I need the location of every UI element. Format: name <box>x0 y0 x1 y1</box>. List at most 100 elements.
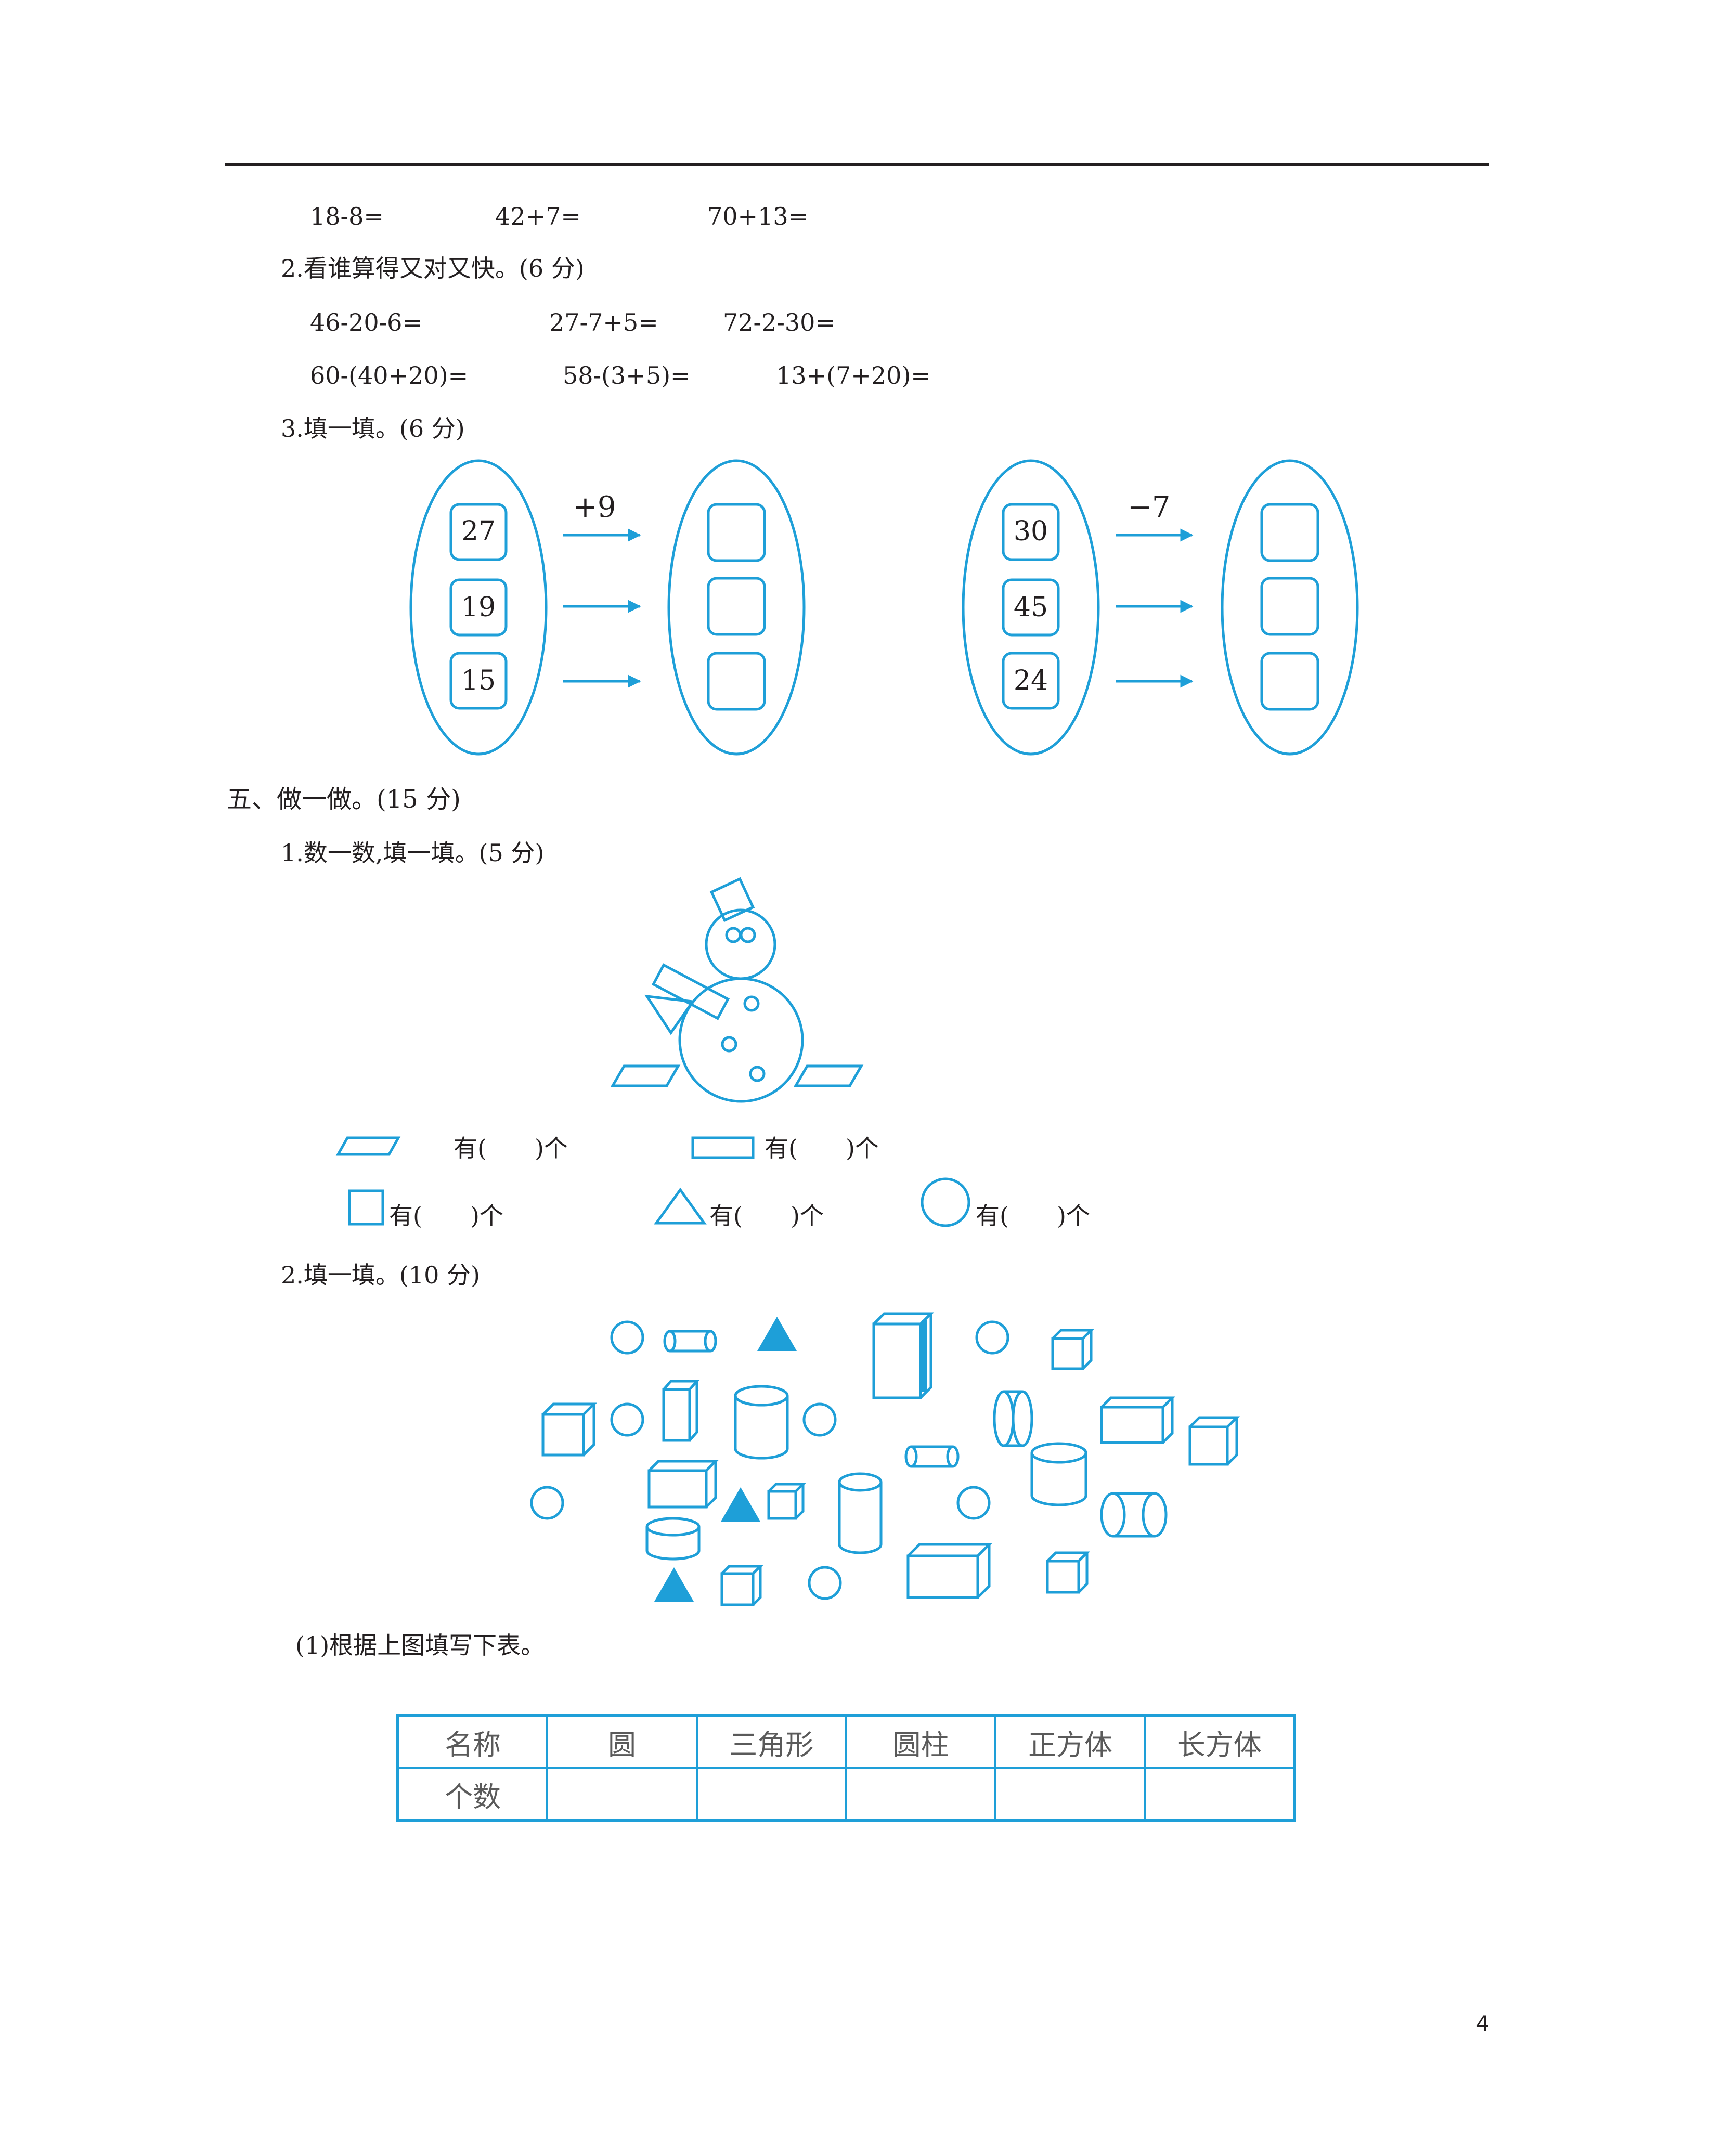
shape-cylinder <box>1030 1442 1087 1506</box>
shape-triangle <box>654 1567 694 1602</box>
shape-circle <box>802 1402 837 1437</box>
count-rectangle[interactable]: 有( )个 <box>765 1134 879 1162</box>
snowman-eye-right <box>740 927 756 943</box>
snowman-arm-rectangle <box>651 963 730 1020</box>
shape-cylinder <box>838 1472 883 1554</box>
shape-cylinder <box>1100 1492 1168 1538</box>
q2-expr-1: 46-20-6= <box>310 308 422 336</box>
shape-circle <box>610 1320 644 1355</box>
count-parallelogram[interactable]: 有( )个 <box>454 1134 568 1162</box>
s5-q2-title: 2.填一填。(10 分) <box>281 1261 480 1289</box>
shape-cube <box>1188 1416 1240 1466</box>
shape-circle <box>610 1402 644 1437</box>
q2-expr-4: 60-(40+20)= <box>310 361 469 389</box>
left-input-box-2 <box>449 578 508 637</box>
shape-triangle <box>721 1487 760 1522</box>
left-operation: +9 <box>573 490 616 524</box>
right-answer-box-1[interactable] <box>1260 503 1319 562</box>
fill-in-diagram <box>409 459 1359 756</box>
shape-cylinder <box>663 1330 717 1353</box>
table-header-cell: 长方体 <box>1144 1715 1296 1769</box>
shape-circle <box>975 1320 1009 1355</box>
table-header-row: 名称 圆 三角形 圆柱 正方体 长方体 <box>396 1715 1296 1769</box>
snowman-head-circle <box>705 908 776 980</box>
shape-cube <box>720 1565 764 1606</box>
shape-cuboid <box>1100 1396 1176 1444</box>
shape-cube <box>767 1483 807 1520</box>
table-row-label: 个数 <box>396 1767 549 1822</box>
table-header-cell: 三角形 <box>695 1715 847 1769</box>
circle-icon <box>921 1177 970 1227</box>
left-answer-box-3[interactable] <box>707 652 766 711</box>
snowman-body-circle <box>678 977 804 1103</box>
left-input-box-3 <box>449 652 508 710</box>
snowman-arm-triangle <box>644 994 695 1035</box>
right-answer-box-2[interactable] <box>1260 577 1319 636</box>
answer-cell-triangle[interactable] <box>695 1767 847 1822</box>
shape-cuboid <box>906 1543 993 1599</box>
shape-circle <box>530 1486 564 1520</box>
s5-q2-sub1: (1)根据上图填写下表。 <box>295 1631 545 1659</box>
snowman-button-2 <box>721 1036 737 1053</box>
shape-circle <box>956 1486 991 1520</box>
table-header-cell: 圆 <box>546 1715 698 1769</box>
right-answer-box-3[interactable] <box>1260 652 1319 711</box>
left-output-oval <box>667 459 806 756</box>
right-input-box-2 <box>1002 578 1060 637</box>
shape-cylinder <box>645 1517 701 1561</box>
left-input-oval <box>409 459 548 756</box>
left-answer-box-2[interactable] <box>707 577 766 636</box>
section5-title: 五、做一做。(15 分) <box>227 785 461 814</box>
count-circle[interactable]: 有( )个 <box>976 1202 1090 1230</box>
snowman-eye-left <box>725 927 742 943</box>
right-input-box-3 <box>1002 652 1060 710</box>
expr-3: 70+13= <box>707 202 809 230</box>
snowman-hat-square <box>709 877 755 923</box>
page-number: 4 <box>1476 2012 1489 2036</box>
square-icon <box>348 1189 384 1226</box>
expr-1: 18-8= <box>310 202 384 230</box>
right-number-1: 30 <box>1013 516 1048 547</box>
right-input-box-1 <box>1002 503 1060 561</box>
parallelogram-icon <box>335 1136 401 1156</box>
triangle-icon <box>654 1187 707 1225</box>
snowman-figure <box>335 877 970 1227</box>
q2-title: 2.看谁算得又对又快。(6 分) <box>281 254 585 282</box>
left-number-2: 19 <box>461 592 496 623</box>
shape-cube <box>541 1402 598 1457</box>
answer-cell-cube[interactable] <box>994 1767 1146 1822</box>
answer-cell-cuboid[interactable] <box>1144 1767 1296 1822</box>
left-answer-box-1[interactable] <box>707 503 766 562</box>
snowman-foot-right <box>793 1064 864 1087</box>
count-table: 名称 圆 三角形 圆柱 正方体 长方体 个数 <box>396 1714 1296 1822</box>
q2-expr-3: 72-2-30= <box>723 308 835 336</box>
right-output-oval <box>1221 459 1359 756</box>
q2-expr-6: 13+(7+20)= <box>776 361 931 389</box>
q3-title: 3.填一填。(6 分) <box>281 414 465 443</box>
shape-cylinder <box>993 1390 1033 1447</box>
table-row: 个数 <box>396 1767 1296 1822</box>
snowman-button-3 <box>749 1066 766 1082</box>
shape-cube <box>1046 1551 1091 1594</box>
count-triangle[interactable]: 有( )个 <box>709 1202 824 1230</box>
q2-expr-5: 58-(3+5)= <box>563 361 691 389</box>
left-input-box-1 <box>449 503 508 561</box>
table-header-cell: 正方体 <box>994 1715 1146 1769</box>
s5-q1-title: 1.数一数,填一填。(5 分) <box>281 839 545 867</box>
answer-cell-circle[interactable] <box>546 1767 698 1822</box>
answer-cell-cylinder[interactable] <box>845 1767 997 1822</box>
shape-cylinder <box>734 1385 789 1460</box>
table-header-cell: 圆柱 <box>845 1715 997 1769</box>
snowman-button-1 <box>743 995 760 1012</box>
left-number-1: 27 <box>461 516 496 547</box>
count-square[interactable]: 有( )个 <box>389 1202 503 1230</box>
right-number-2: 45 <box>1013 592 1048 623</box>
shape-cuboid <box>872 1312 935 1399</box>
right-number-3: 24 <box>1013 665 1048 696</box>
left-number-3: 15 <box>461 665 496 696</box>
right-input-oval <box>962 459 1100 756</box>
shape-circle <box>808 1566 842 1600</box>
shape-cuboid <box>662 1380 700 1442</box>
rectangle-icon <box>691 1136 755 1159</box>
shape-cylinder <box>904 1445 960 1468</box>
